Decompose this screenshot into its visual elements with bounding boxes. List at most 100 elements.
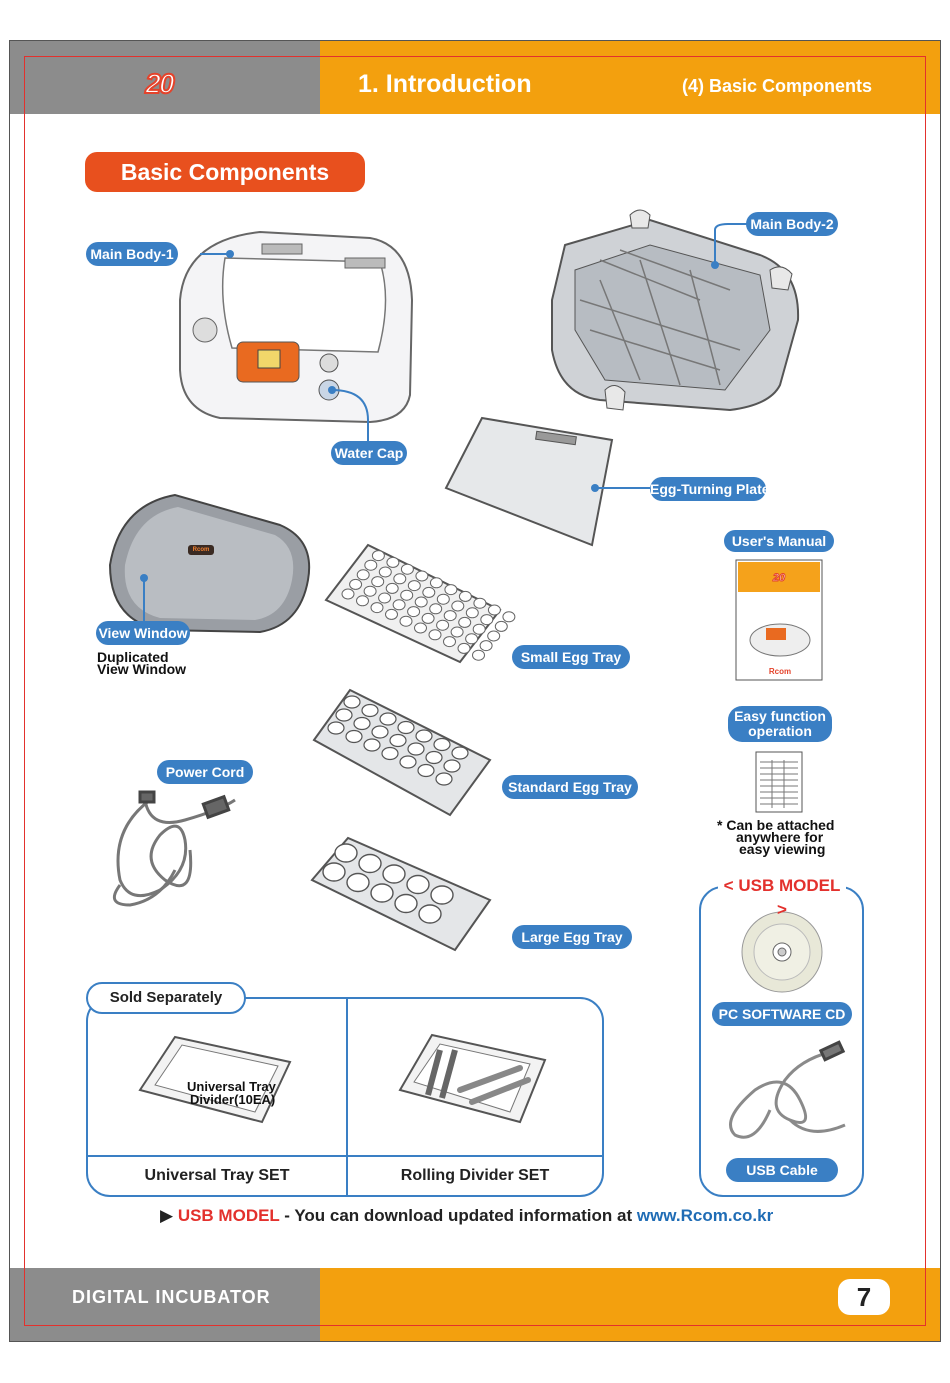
main-body-2-image [551, 209, 800, 412]
label-pc-software-cd: PC SOFTWARE CD [712, 1002, 852, 1026]
egg-cell [457, 642, 471, 654]
usb-cable-image [729, 1040, 846, 1139]
brand-logo: 20 [144, 68, 175, 99]
egg-cell [450, 626, 464, 638]
small-egg-tray-image [324, 543, 516, 664]
egg-cell [371, 576, 385, 588]
egg-cell [378, 592, 392, 604]
egg-cell [433, 737, 451, 752]
main-body-1-image [179, 230, 414, 424]
egg-cell [407, 742, 425, 756]
egg-cell [371, 550, 385, 562]
large-egg-tray-image [310, 836, 492, 952]
duplicated-view-window-line-2: View Window [97, 661, 187, 677]
egg-cell [458, 590, 472, 602]
egg-cell [502, 611, 516, 623]
chapter-title: 1. Introduction [358, 70, 532, 98]
egg-cell [458, 616, 472, 628]
egg-cell [394, 893, 418, 914]
egg-cell [428, 629, 442, 641]
egg-cell [363, 738, 381, 752]
attach-note-line-3: easy viewing [739, 841, 826, 857]
egg-cell [400, 589, 414, 601]
egg-cell [436, 593, 450, 605]
egg-cell [358, 853, 382, 874]
egg-cell [417, 763, 435, 778]
egg-cell [378, 566, 392, 578]
egg-cell [473, 597, 487, 609]
egg-cell [487, 604, 501, 616]
egg-cell [400, 563, 414, 575]
egg-cell [465, 607, 479, 619]
egg-cell [327, 721, 345, 735]
label-main-body-2: Main Body-2 [746, 212, 838, 236]
egg-cell [451, 746, 469, 760]
egg-cell [370, 602, 384, 614]
egg-cell [385, 608, 398, 620]
view-window-image [108, 493, 311, 634]
header-right-band [320, 41, 940, 114]
egg-cell [443, 636, 456, 648]
sold-separately-divider-vertical [346, 999, 348, 1196]
egg-cell [443, 610, 457, 622]
manual-cover-logo: 20 [772, 572, 786, 585]
egg-cell [418, 904, 442, 924]
label-view-window: View Window [96, 621, 190, 645]
inner-border [24, 56, 926, 1326]
egg-cell [392, 599, 406, 611]
manual-cover-brand: Rcom [768, 667, 792, 676]
egg-cell [361, 703, 379, 718]
egg-cell [444, 584, 458, 596]
download-note-dash: - [279, 1206, 295, 1225]
egg-cell [356, 569, 370, 581]
page-frame [9, 40, 941, 1342]
easy-function-line-2: operation [748, 723, 812, 739]
website-link[interactable]: www.Rcom.co.kr [636, 1206, 774, 1225]
rolling-divider-set-label: Rolling Divider SET [400, 1167, 550, 1184]
view-window-logo: Rcom [192, 547, 210, 553]
egg-cell [415, 729, 433, 743]
egg-cell [363, 585, 377, 597]
egg-cell [494, 620, 508, 632]
pc-software-cd-image [741, 911, 823, 993]
egg-cell [436, 619, 450, 631]
sold-separately-divider-horizontal [88, 1155, 602, 1157]
page-number: 7 [838, 1279, 890, 1315]
users-manual-image [735, 559, 823, 681]
label-water-cap: Water Cap [331, 441, 407, 465]
egg-cell [406, 874, 430, 895]
section-title: Basic Components [85, 152, 365, 192]
download-note-prefix: USB MODEL [177, 1206, 280, 1225]
universal-tray-set-label: Universal Tray SET [144, 1167, 290, 1184]
egg-cell [382, 864, 406, 884]
egg-cell [435, 772, 453, 786]
egg-cell [430, 885, 454, 905]
duplicated-view-window-line-1: Duplicated [97, 649, 169, 665]
standard-egg-tray-image [312, 688, 492, 817]
label-usb-cable: USB Cable [726, 1158, 838, 1182]
label-main-body-1: Main Body-1 [86, 242, 178, 266]
easy-function-line-1: Easy function [734, 708, 826, 724]
easy-function-card-image [755, 751, 803, 813]
sold-separately-title: Sold Separately [86, 982, 246, 1014]
egg-cell [429, 577, 443, 589]
egg-cell [389, 733, 407, 748]
label-easy-function: Easy function operation [728, 706, 832, 742]
arrow-right-icon: ▶ [160, 1206, 174, 1225]
download-note: ▶ USB MODEL - You can download updated i… [160, 1206, 773, 1226]
egg-cell [397, 720, 415, 735]
footer-right-band [320, 1268, 940, 1341]
sold-separately-box [86, 997, 604, 1197]
download-note-text: You can download updated information at [294, 1206, 633, 1225]
egg-cell [379, 712, 397, 726]
egg-cell [421, 612, 435, 624]
egg-cell [407, 580, 421, 592]
footer-product-name: DIGITAL INCUBATOR [72, 1287, 271, 1307]
egg-cell [335, 708, 353, 722]
rolling-divider-tray-image [398, 1033, 547, 1124]
egg-cell [353, 716, 371, 731]
egg-cell [341, 588, 355, 600]
egg-cell [393, 573, 407, 585]
egg-cell [364, 559, 378, 571]
